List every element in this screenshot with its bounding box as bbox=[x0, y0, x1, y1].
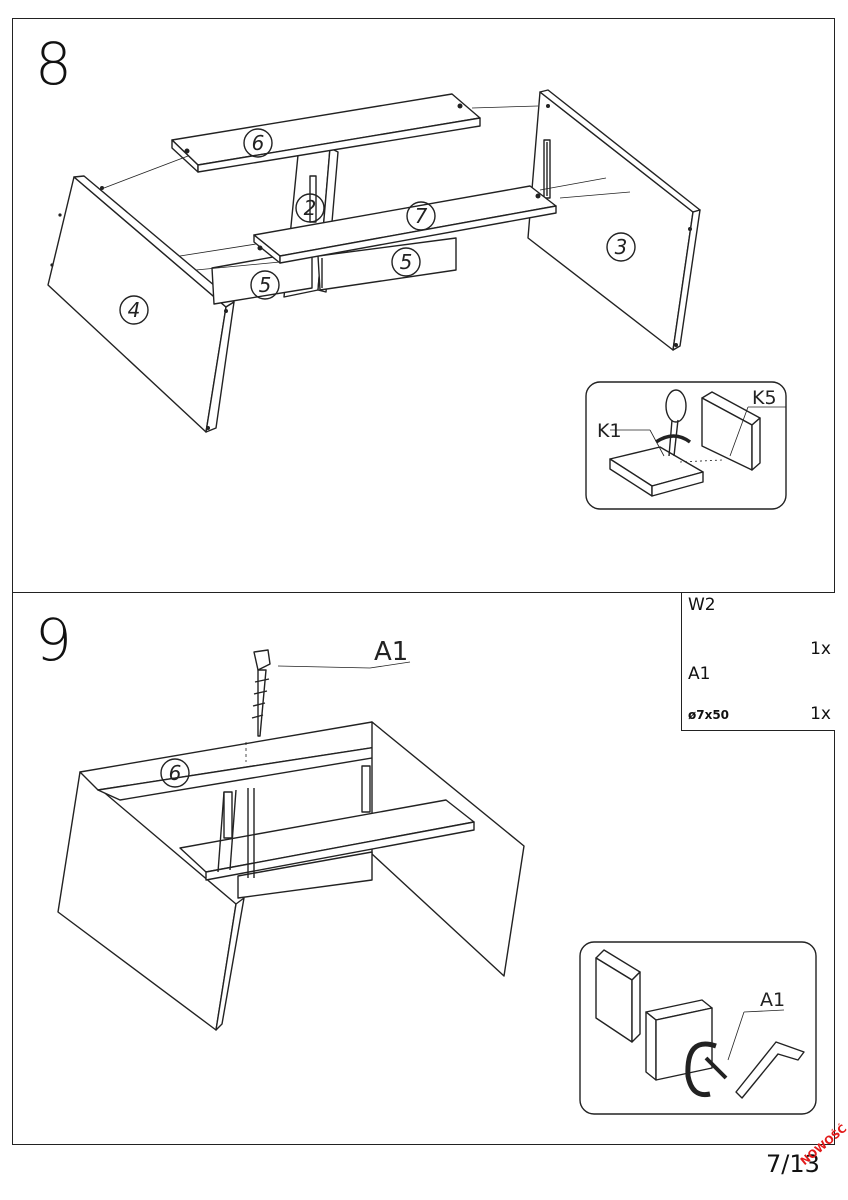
detail-panel-b bbox=[645, 999, 713, 1081]
detail-label-k1: K1 bbox=[597, 420, 622, 442]
part-label: 6 bbox=[252, 131, 265, 155]
side-panel-right bbox=[527, 89, 701, 351]
part-label: 5 bbox=[400, 250, 413, 274]
back-rail-right bbox=[317, 237, 457, 291]
detail-label-a1: A1 bbox=[760, 989, 785, 1011]
callout-a1: A1 bbox=[374, 637, 408, 667]
confirmat-screw bbox=[245, 649, 271, 762]
parts-table-row: A1 ø7x50 1x bbox=[682, 662, 835, 730]
parts-table-row: W2 1x bbox=[682, 593, 835, 662]
part-label: 7 bbox=[415, 204, 428, 228]
step-number: 9 bbox=[35, 606, 72, 674]
part-code: A1 bbox=[688, 664, 711, 684]
rotate-arrow-icon bbox=[685, 1041, 717, 1098]
step-number: 8 bbox=[35, 30, 72, 98]
detail-block bbox=[701, 391, 761, 471]
parts-table: W2 1x A1 ø7x50 1x bbox=[681, 593, 835, 731]
detail-board bbox=[609, 446, 704, 497]
middle-board bbox=[253, 185, 557, 264]
page-number: 7/13 bbox=[766, 1150, 820, 1178]
part-code: W2 bbox=[688, 595, 716, 615]
part-quantity: 1x bbox=[810, 639, 831, 659]
part-label: 3 bbox=[615, 235, 628, 259]
side-panel-left bbox=[47, 175, 235, 433]
part-label: 2 bbox=[304, 196, 317, 220]
screwdriver-icon bbox=[655, 389, 692, 457]
part-label: 5 bbox=[259, 273, 272, 297]
part-size: ø7x50 bbox=[688, 708, 730, 722]
detail-label-k5: K5 bbox=[752, 387, 777, 409]
step-9-panel: 9 bbox=[12, 592, 835, 1145]
part-label: 4 bbox=[128, 298, 141, 322]
part-quantity: 1x bbox=[810, 704, 831, 724]
top-board bbox=[171, 93, 481, 173]
part-label: 6 bbox=[169, 761, 182, 785]
allen-key-icon bbox=[735, 1041, 805, 1099]
detail-panel-a bbox=[595, 949, 641, 1043]
assembled-cabinet bbox=[57, 721, 525, 1031]
